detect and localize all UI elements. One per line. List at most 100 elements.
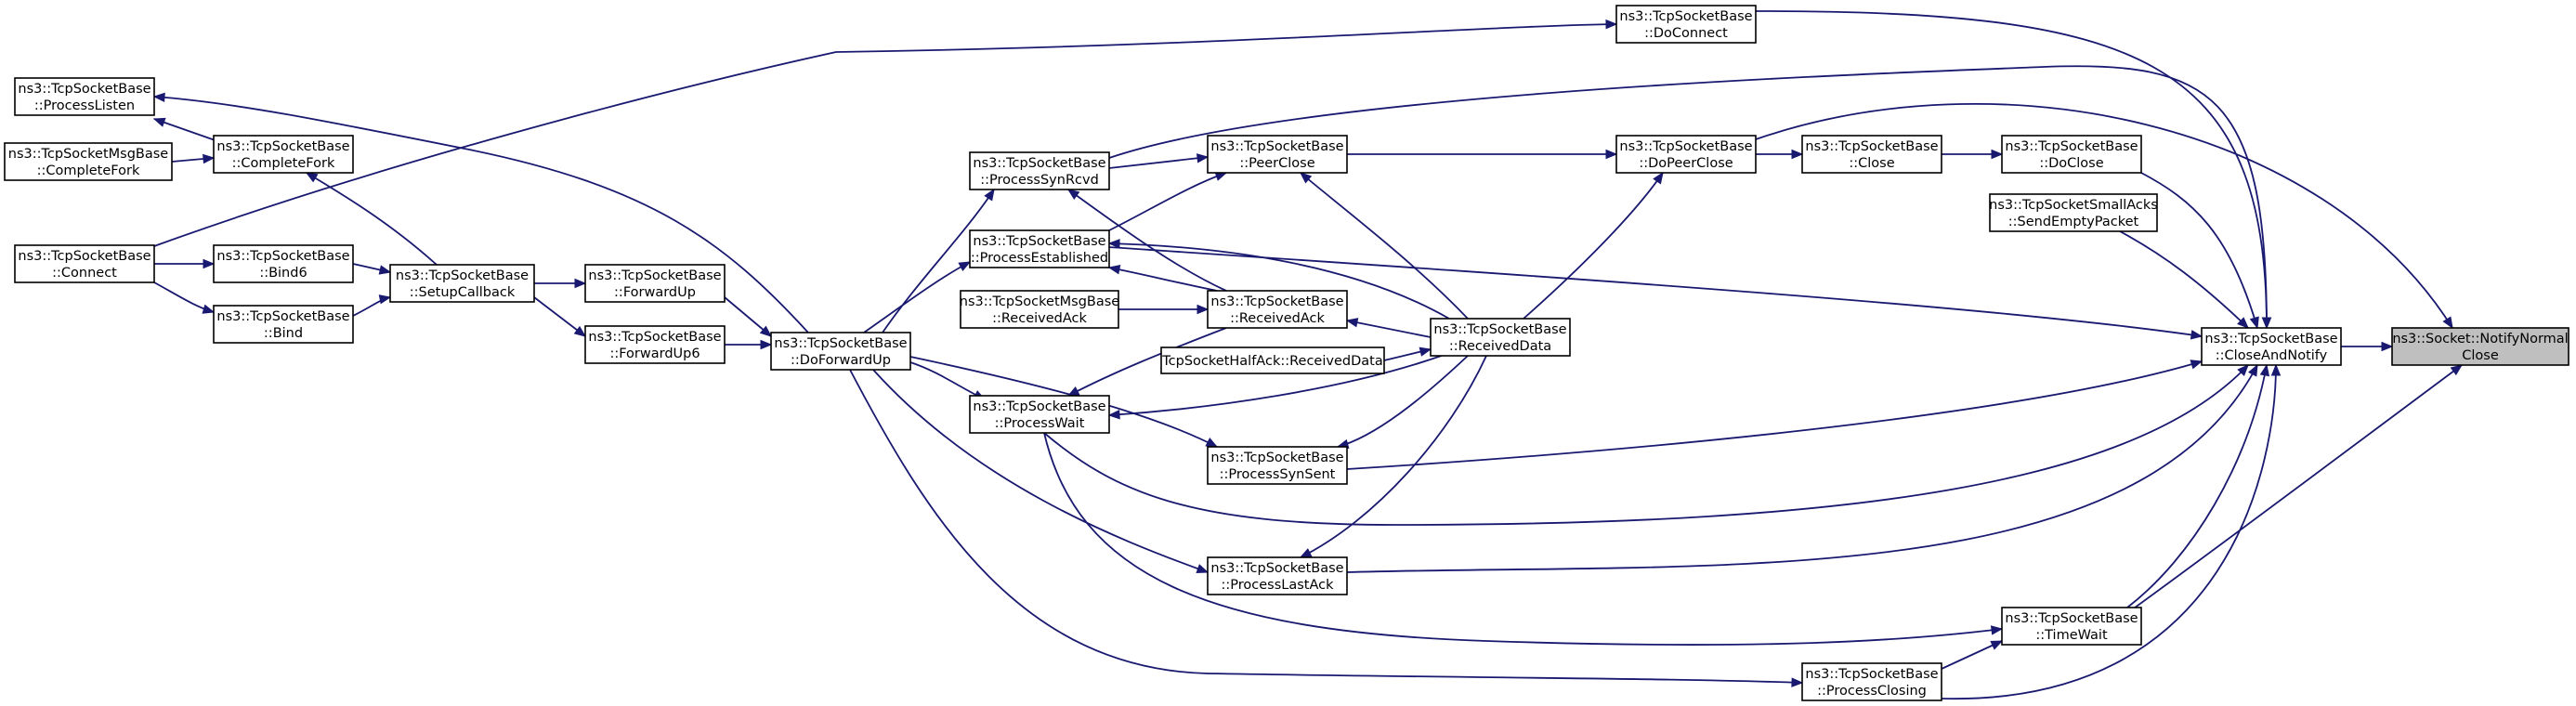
node-label-line: ::ReceivedAck (1230, 311, 1325, 326)
node-forwardUp[interactable]: ns3::TcpSocketBase::ForwardUp (584, 264, 726, 303)
node-doPeerClose[interactable]: ns3::TcpSocketBase::DoPeerClose (1615, 135, 1757, 174)
edge-doForwardUp-to-processWait (909, 361, 987, 400)
node-label-line: ::CompleteFork (37, 163, 140, 178)
node-processWait[interactable]: ns3::TcpSocketBase::ProcessWait (969, 395, 1110, 434)
node-doForwardUp[interactable]: ns3::TcpSocketBase::DoForwardUp (770, 332, 911, 371)
node-label-line: ns3::TcpSocketSmallAcks (1989, 198, 2158, 213)
node-peerClose[interactable]: ns3::TcpSocketBase::PeerClose (1207, 135, 1348, 174)
node-label-line: ns3::TcpSocketBase (973, 399, 1105, 414)
node-box (4, 142, 173, 181)
arrowhead (760, 339, 773, 350)
node-label-line: ::ProcessEstablished (971, 251, 1108, 266)
arrowhead (1991, 149, 2004, 160)
edge-receivedData-to-doPeerClose (1523, 171, 1664, 320)
node-label-line: ns3::TcpSocketBase (1619, 139, 1752, 154)
edge-processClosing-to-closeAndNotify (1941, 363, 2282, 699)
edge-processClosing-to-timeWait (1941, 640, 2004, 670)
node-msgReceivedAck[interactable]: ns3::TcpSocketMsgBase::ReceivedAck (960, 290, 1120, 329)
node-receivedData[interactable]: ns3::TcpSocketBase::ReceivedData (1430, 318, 1571, 357)
arrowhead (1299, 172, 1313, 184)
node-processSynSent[interactable]: ns3::TcpSocketBase::ProcessSynSent (1207, 446, 1348, 485)
node-setupCallback[interactable]: ns3::TcpSocketBase::SetupCallback (389, 264, 535, 303)
arrowhead (1791, 677, 1804, 687)
node-box (2001, 135, 2142, 174)
node-box (770, 332, 911, 371)
edge-doForwardUp-to-processSynRcvd (882, 188, 995, 333)
node-box (1207, 135, 1348, 174)
node-label-line: ::SendEmptyPacket (2008, 215, 2139, 229)
arrowhead (1345, 318, 1359, 328)
node-box (14, 244, 155, 283)
edge-forwardUp6-to-doForwardUp (725, 339, 773, 350)
node-connect[interactable]: ns3::TcpSocketBase::Connect (14, 244, 155, 283)
edge-doForwardUp-to-processClosing (849, 369, 1804, 687)
node-label-line: ::Bind (264, 326, 303, 341)
node-doClose[interactable]: ns3::TcpSocketBase::DoClose (2001, 135, 2142, 174)
arrowhead (1066, 189, 1080, 201)
node-bind6[interactable]: ns3::TcpSocketBase::Bind6 (213, 244, 354, 283)
node-box (1160, 346, 1385, 374)
node-box (584, 325, 726, 364)
node-doConnect[interactable]: ns3::TcpSocketBase::DoConnect (1615, 5, 1757, 44)
arrowhead (2249, 316, 2259, 330)
node-label-line: ::CompleteFork (232, 156, 335, 171)
node-label-line: ns3::TcpSocketBase (1805, 667, 1938, 682)
arrowhead (203, 153, 216, 164)
node-processClosing[interactable]: ns3::TcpSocketBase::ProcessClosing (1801, 662, 1942, 701)
node-label-line: ns3::TcpSocketBase (1210, 561, 1343, 576)
node-halfAck[interactable]: TcpSocketHalfAck::ReceivedData (1160, 346, 1385, 374)
edge-halfAck-to-receivedData (1383, 346, 1432, 361)
node-forwardUp6[interactable]: ns3::TcpSocketBase::ForwardUp6 (584, 325, 726, 364)
node-bind[interactable]: ns3::TcpSocketBase::Bind (213, 305, 354, 344)
edge-processWait-to-closeAndNotify (1043, 364, 2249, 526)
arrowhead (2190, 360, 2203, 370)
node-label-line: ::ProcessWait (995, 416, 1085, 431)
arrowhead (1605, 149, 1618, 160)
edge-peerClose-to-doPeerClose (1347, 149, 1618, 160)
node-label-line: ns3::TcpSocketBase (588, 268, 721, 283)
node-timeWait[interactable]: ns3::TcpSocketBase::TimeWait (2001, 607, 2142, 646)
edge-processSynRcvd-to-closeAndNotify (1108, 65, 2272, 330)
arrowhead (305, 172, 319, 183)
arrowhead (1196, 153, 1210, 163)
node-label-line: ns3::TcpSocketBase (1619, 9, 1752, 24)
node-box (2201, 327, 2342, 366)
edge-connect-to-bind (153, 281, 216, 314)
arrowhead (2450, 364, 2464, 376)
edge-doPeerClose-to-close (1756, 149, 1804, 160)
node-processEstab[interactable]: ns3::TcpSocketBase::ProcessEstablished (969, 229, 1110, 268)
node-label-line: ::ProcessSynRcvd (980, 173, 1099, 188)
node-processListen[interactable]: ns3::TcpSocketBase::ProcessListen (14, 77, 155, 116)
node-msgCompleteFork[interactable]: ns3::TcpSocketMsgBase::CompleteFork (4, 142, 173, 181)
node-label-line: ::ProcessSynSent (1220, 467, 1336, 482)
arrowhead (1107, 265, 1121, 275)
arrowhead (2237, 364, 2249, 376)
edge-close-to-doClose (1942, 149, 2004, 160)
node-sendEmptyPacket[interactable]: ns3::TcpSocketSmallAcks::SendEmptyPacket (1989, 193, 2158, 232)
edge-setupCallback-to-forwardUp6 (533, 296, 587, 337)
edge-receivedData-to-processEstab (1107, 239, 1450, 320)
arrowhead (2261, 317, 2272, 330)
arrowhead (2190, 330, 2203, 340)
edge-processEstab-to-peerClose (1108, 171, 1228, 231)
arrowhead (1419, 346, 1432, 357)
node-processSynRcvd[interactable]: ns3::TcpSocketBase::ProcessSynRcvd (969, 151, 1110, 190)
node-receivedAck[interactable]: ns3::TcpSocketBase::ReceivedAck (1207, 290, 1348, 329)
edge-doForwardUp-to-processListen (152, 92, 809, 333)
edge-timeWait-to-closeAndNotify (2126, 363, 2270, 608)
arrowhead (1107, 239, 1120, 249)
node-label-line: ::CloseAndNotify (2216, 348, 2328, 363)
edge-sendEmptyPacket-to-closeAndNotify (2119, 230, 2249, 329)
node-box (14, 77, 155, 116)
arrowhead (958, 261, 972, 272)
node-label-line: ::Close (1849, 156, 1894, 171)
edge-doForwardUp-to-processLastAck (872, 369, 1210, 574)
node-closeAndNotify[interactable]: ns3::TcpSocketBase::CloseAndNotify (2201, 327, 2342, 366)
node-label-line: ::ReceivedAck (992, 311, 1087, 326)
node-completeFork[interactable]: ns3::TcpSocketBase::CompleteFork (213, 135, 354, 174)
node-label-line: ns3::TcpSocketBase (973, 234, 1105, 249)
node-box (1207, 556, 1348, 595)
node-processLastAck[interactable]: ns3::TcpSocketBase::ProcessLastAck (1207, 556, 1348, 595)
node-close[interactable]: ns3::TcpSocketBase::Close (1801, 135, 1942, 174)
